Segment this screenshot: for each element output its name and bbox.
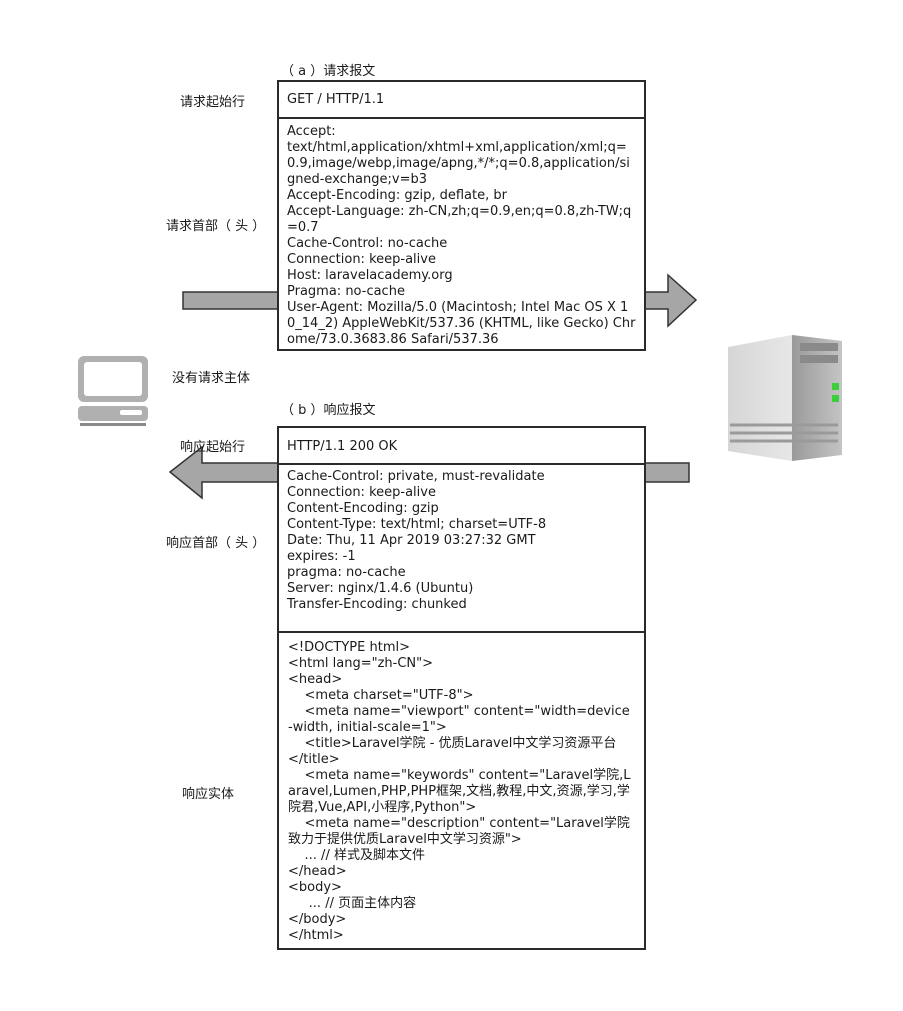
response-start-line: HTTP/1.1 200 OK: [287, 439, 398, 454]
request-start-line: GET / HTTP/1.1: [287, 92, 385, 107]
request-start-line-label: 请求起始行: [180, 95, 246, 110]
response-headers-label: 响应首部（ 头 ）: [166, 536, 266, 551]
request-no-body-label: 没有请求主体: [172, 371, 251, 386]
request-message-box: GET / HTTP/1.1 Accept: text/html,applica…: [277, 80, 646, 351]
server-icon: [728, 335, 842, 461]
computer-icon: [78, 356, 148, 426]
request-start-line-divider: [279, 117, 644, 119]
response-body-label: 响应实体: [182, 787, 235, 802]
response-start-line-divider: [279, 463, 644, 465]
response-body: <!DOCTYPE html> <html lang="zh-CN"> <hea…: [288, 640, 631, 943]
response-caption: （ b ）响应报文: [281, 403, 376, 418]
response-message-box: HTTP/1.1 200 OK Cache-Control: private, …: [277, 426, 646, 950]
response-headers-divider: [279, 631, 644, 633]
request-headers: Accept: text/html,application/xhtml+xml,…: [287, 124, 636, 347]
response-headers: Cache-Control: private, must-revalidate …: [287, 469, 547, 612]
request-headers-label: 请求首部（ 头 ）: [166, 219, 266, 234]
response-start-line-label: 响应起始行: [180, 440, 246, 455]
request-caption: （ a ）请求报文: [281, 64, 376, 79]
